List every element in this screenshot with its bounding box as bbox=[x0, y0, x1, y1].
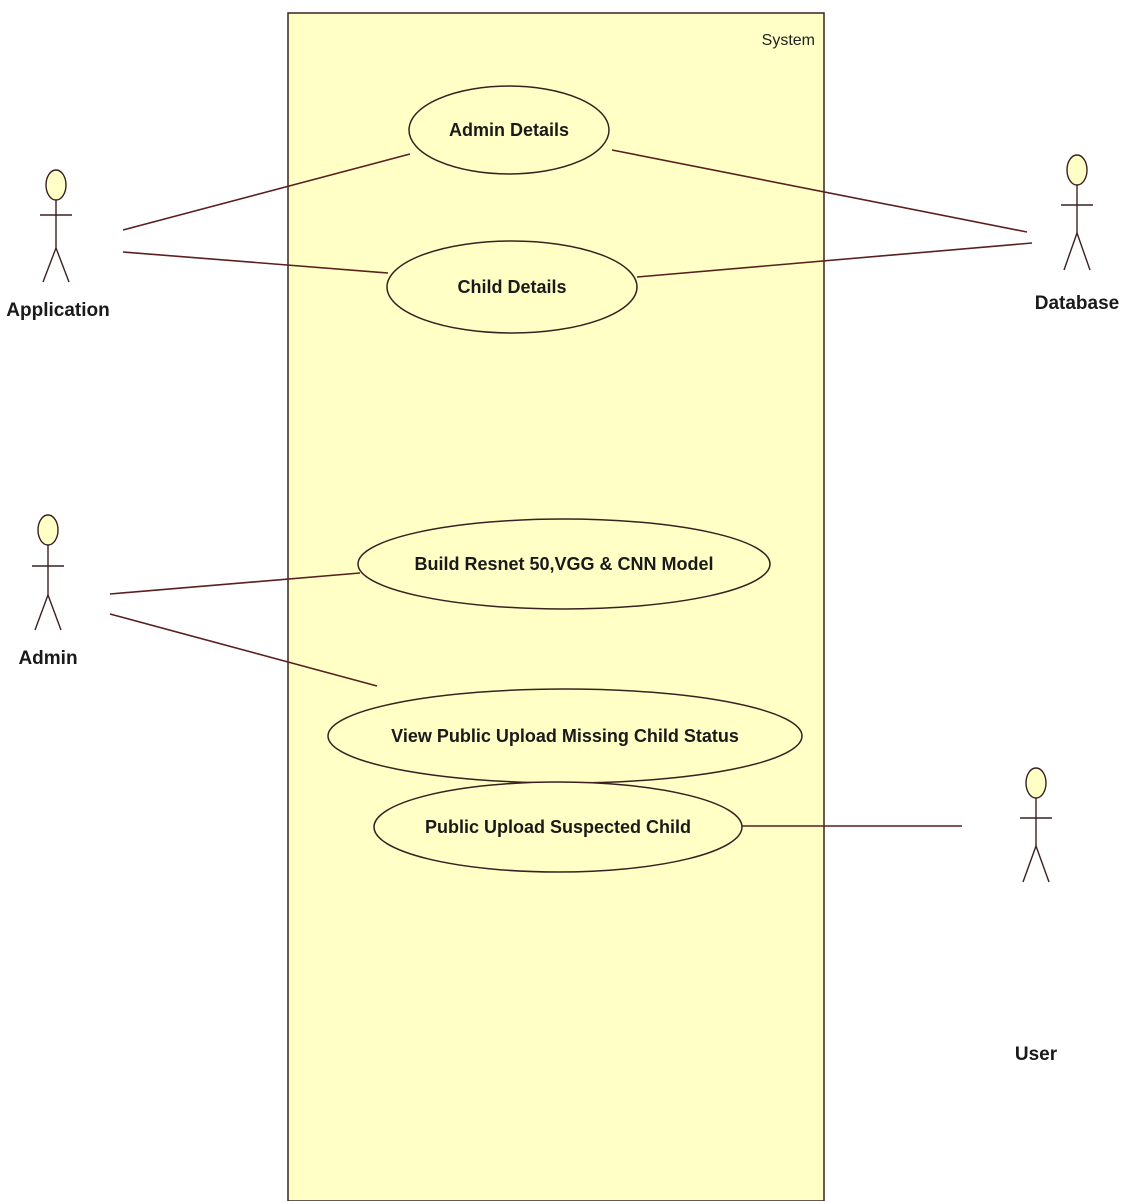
use-case-view-status: View Public Upload Missing Child Status bbox=[327, 688, 803, 784]
actor-label: User bbox=[1015, 1044, 1058, 1065]
actor-head-icon bbox=[37, 514, 59, 546]
assoc-child-details-database bbox=[636, 242, 1033, 278]
actor-database: Database bbox=[1035, 154, 1120, 314]
use-case-label: Public Upload Suspected Child bbox=[425, 817, 691, 837]
assoc-application-admin-details bbox=[122, 153, 411, 231]
assoc-admin-details-database bbox=[611, 149, 1028, 233]
assoc-admin-view-status bbox=[109, 613, 378, 687]
use-case-build-model: Build Resnet 50,VGG & CNN Model bbox=[357, 518, 771, 610]
actor-label: Application bbox=[6, 300, 109, 321]
use-case-label: Admin Details bbox=[449, 120, 569, 140]
actor-admin: Admin bbox=[18, 514, 78, 669]
assoc-admin-build-model bbox=[109, 572, 361, 595]
system-label: System bbox=[762, 32, 815, 49]
actor-label: Admin bbox=[18, 648, 77, 669]
actor-head-icon bbox=[1025, 767, 1047, 799]
actor-label: Database bbox=[1035, 293, 1120, 314]
actor-head-icon bbox=[1066, 154, 1088, 186]
use-case-label: View Public Upload Missing Child Status bbox=[391, 726, 739, 746]
use-case-label: Build Resnet 50,VGG & CNN Model bbox=[414, 554, 713, 574]
use-case-label: Child Details bbox=[457, 277, 566, 297]
use-case-public-upload: Public Upload Suspected Child bbox=[373, 781, 743, 873]
actor-user: User bbox=[1015, 767, 1058, 1065]
actor-head-icon bbox=[45, 169, 67, 201]
associations bbox=[109, 149, 1033, 827]
assoc-application-child-details bbox=[122, 251, 389, 274]
use-case-admin-details: Admin Details bbox=[408, 85, 610, 175]
use-case-child-details: Child Details bbox=[386, 240, 638, 334]
actor-application: Application bbox=[6, 169, 110, 321]
